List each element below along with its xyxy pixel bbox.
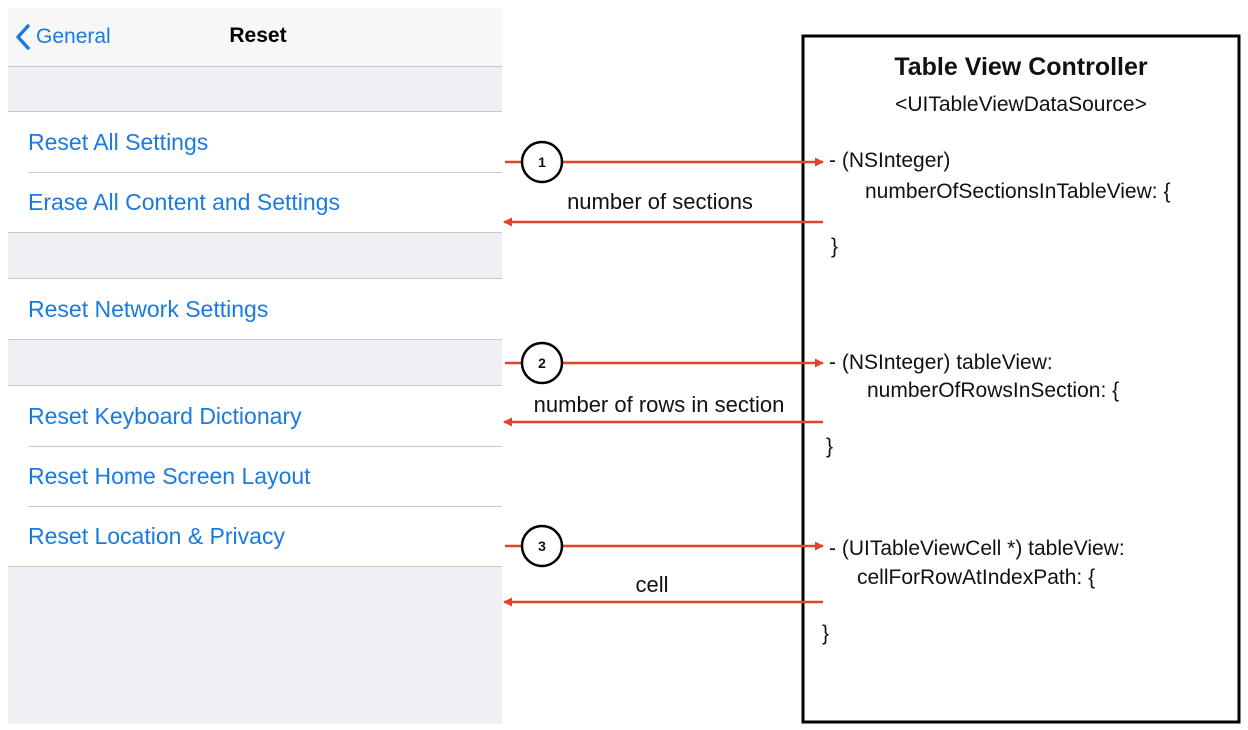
settings-group-2: Reset Network Settings bbox=[8, 278, 502, 340]
step-badge-2 bbox=[520, 341, 564, 385]
ios-reset-screen: General Reset Reset All Settings Erase A… bbox=[8, 8, 502, 724]
navigation-bar: General Reset bbox=[8, 8, 502, 67]
method-1-close-brace: } bbox=[831, 235, 838, 258]
method-3-close-brace: } bbox=[822, 622, 829, 645]
method-3-selector: cellForRowAtIndexPath: { bbox=[857, 566, 1095, 589]
back-button[interactable]: General bbox=[16, 22, 111, 52]
step-number-3: 3 bbox=[538, 538, 546, 554]
step-number-1: 1 bbox=[538, 154, 546, 170]
reset-network-settings-cell[interactable]: Reset Network Settings bbox=[28, 296, 269, 322]
controller-box bbox=[801, 34, 1241, 724]
method-2-selector: numberOfRowsInSection: { bbox=[867, 379, 1119, 402]
controller-protocol: <UITableViewDataSource> bbox=[895, 93, 1147, 116]
page-title: Reset bbox=[229, 24, 287, 47]
erase-all-content-cell[interactable]: Erase All Content and Settings bbox=[8, 172, 502, 232]
reset-keyboard-dictionary-cell[interactable]: Reset Keyboard Dictionary bbox=[28, 403, 302, 429]
back-button-label: General bbox=[36, 25, 111, 48]
method-2-close-brace: } bbox=[826, 435, 833, 458]
chevron-left-icon bbox=[16, 24, 30, 50]
reset-home-screen-layout-cell[interactable]: Reset Home Screen Layout bbox=[8, 446, 502, 506]
step-number-2: 2 bbox=[538, 355, 546, 371]
step-badge-3 bbox=[520, 524, 564, 568]
method-3-signature: - (UITableViewCell *) tableView: bbox=[829, 537, 1125, 560]
return-label-2: number of rows in section bbox=[534, 392, 785, 417]
return-label-1: number of sections bbox=[567, 189, 753, 214]
reset-location-privacy-cell[interactable]: Reset Location & Privacy bbox=[8, 506, 502, 566]
settings-group-3: Reset Keyboard Dictionary Reset Home Scr… bbox=[8, 385, 502, 567]
return-label-3: cell bbox=[635, 572, 668, 597]
controller-title: Table View Controller bbox=[894, 53, 1148, 81]
settings-group-1: Reset All Settings Erase All Content and… bbox=[8, 111, 502, 233]
reset-all-settings-cell[interactable]: Reset All Settings bbox=[28, 129, 209, 155]
method-1-signature: - (NSInteger) bbox=[829, 149, 950, 172]
method-1-selector: numberOfSectionsInTableView: { bbox=[865, 180, 1170, 203]
method-2-signature: - (NSInteger) tableView: bbox=[829, 351, 1053, 374]
step-badge-1 bbox=[520, 140, 564, 184]
